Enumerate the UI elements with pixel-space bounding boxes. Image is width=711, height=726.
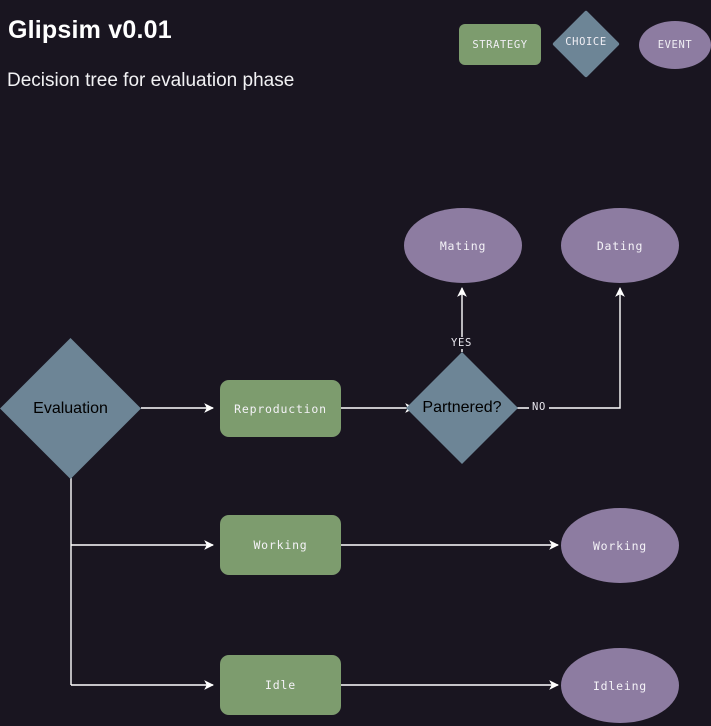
legend: STRATEGY CHOICE EVENT [455,10,711,78]
node-evaluation[interactable]: Evaluation [0,338,141,479]
legend-item-event[interactable]: EVENT [639,21,711,69]
node-label-evaluation: Evaluation [33,399,108,417]
edge-label-yes: YES [448,337,476,349]
node-label-partnered: Partnered? [422,399,502,416]
node-label-idleing-event: Idleing [592,678,648,693]
node-label-reproduction: Reproduction [234,401,327,416]
node-working-event[interactable]: Working [561,508,679,583]
legend-item-strategy[interactable]: STRATEGY [459,24,541,65]
node-working-strategy[interactable]: Working [220,515,341,575]
legend-label-choice: CHOICE [565,36,607,48]
node-reproduction[interactable]: Reproduction [220,380,341,437]
node-idleing-event[interactable]: Idleing [561,648,679,723]
page-subtitle: Decision tree for evaluation phase [7,70,295,91]
node-label-mating: Mating [439,238,487,253]
edge-partnered-dating [511,287,625,409]
legend-label-event: EVENT [657,39,693,51]
edge-label-no: NO [529,401,550,413]
node-label-working-strategy: Working [253,538,308,552]
node-idle-strategy[interactable]: Idle [220,655,341,715]
legend-label-strategy: STRATEGY [472,38,528,51]
node-label-dating: Dating [596,238,644,253]
node-mating[interactable]: Mating [404,208,522,283]
node-label-idle-strategy: Idle [265,678,296,692]
node-label-working-event: Working [592,538,648,553]
node-partnered[interactable]: Partnered? [406,352,518,464]
node-dating[interactable]: Dating [561,208,679,283]
page-title: Glipsim v0.01 [8,16,172,44]
